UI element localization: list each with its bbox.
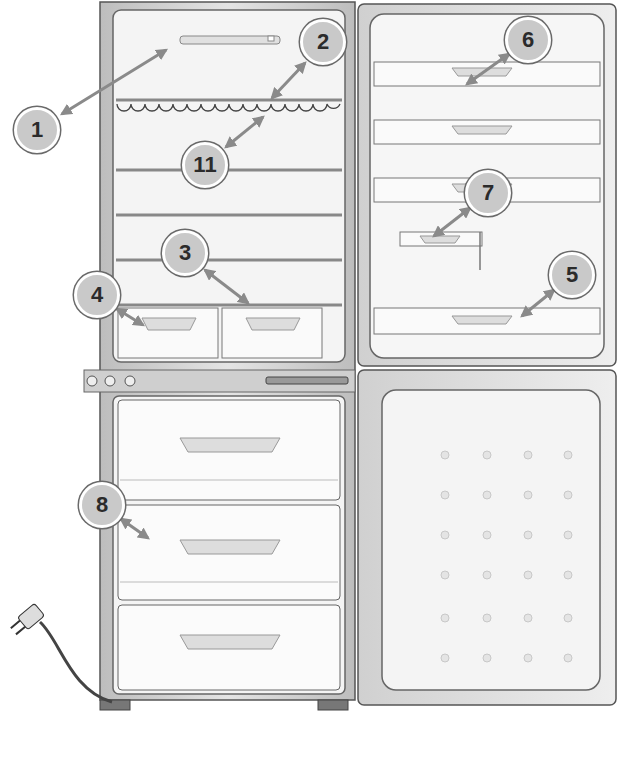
drawer-handles: [180, 438, 280, 649]
egg-tray: [400, 232, 482, 270]
power-plug: [8, 603, 44, 637]
freezer-door-liner: [382, 390, 600, 690]
power-cable: [40, 622, 112, 702]
foot: [100, 700, 130, 710]
callout-number: 11: [193, 154, 216, 176]
foot: [318, 700, 348, 710]
handle: [246, 318, 300, 330]
callout-circle: 11: [182, 142, 228, 188]
callout-number: 4: [91, 284, 103, 306]
callout-circle: 4: [74, 272, 120, 318]
door-liner: [370, 14, 604, 358]
light: [180, 36, 280, 44]
bottle-rack: [117, 104, 340, 111]
leader-arrows: [62, 50, 554, 538]
control-strip: [84, 370, 355, 392]
callout-number: 7: [482, 182, 494, 204]
callout-number: 1: [31, 119, 43, 141]
callout-number: 6: [522, 29, 534, 51]
door-hinge: [266, 377, 348, 384]
callout-circle: 5: [549, 252, 595, 298]
freezer-door: [358, 370, 616, 705]
crisper: [222, 308, 322, 358]
callout-number: 2: [317, 31, 329, 53]
handle: [142, 318, 196, 330]
callout-number: 5: [566, 264, 578, 286]
callout-number: 8: [96, 494, 108, 516]
callout-circle: 6: [505, 17, 551, 63]
callout-circle: 1: [14, 107, 60, 153]
callout-circle: 3: [162, 230, 208, 276]
fridge-door: [358, 4, 616, 366]
callout-circle: 7: [465, 170, 511, 216]
freezer-compartment: [113, 396, 345, 694]
drawer-rims: [120, 480, 338, 582]
callout-circle: 2: [300, 19, 346, 65]
shelves: [116, 100, 342, 305]
crisper: [118, 308, 218, 358]
control-knobs: [87, 376, 135, 386]
callout-number: 3: [179, 242, 191, 264]
door-shelf-tabs: [452, 68, 512, 324]
freezer-drawers: [118, 400, 340, 690]
door-texture: [441, 451, 572, 662]
callout-circle: 8: [79, 482, 125, 528]
cabinet: [100, 2, 355, 700]
door-shelves: [374, 62, 600, 334]
light-switch: [268, 36, 274, 41]
